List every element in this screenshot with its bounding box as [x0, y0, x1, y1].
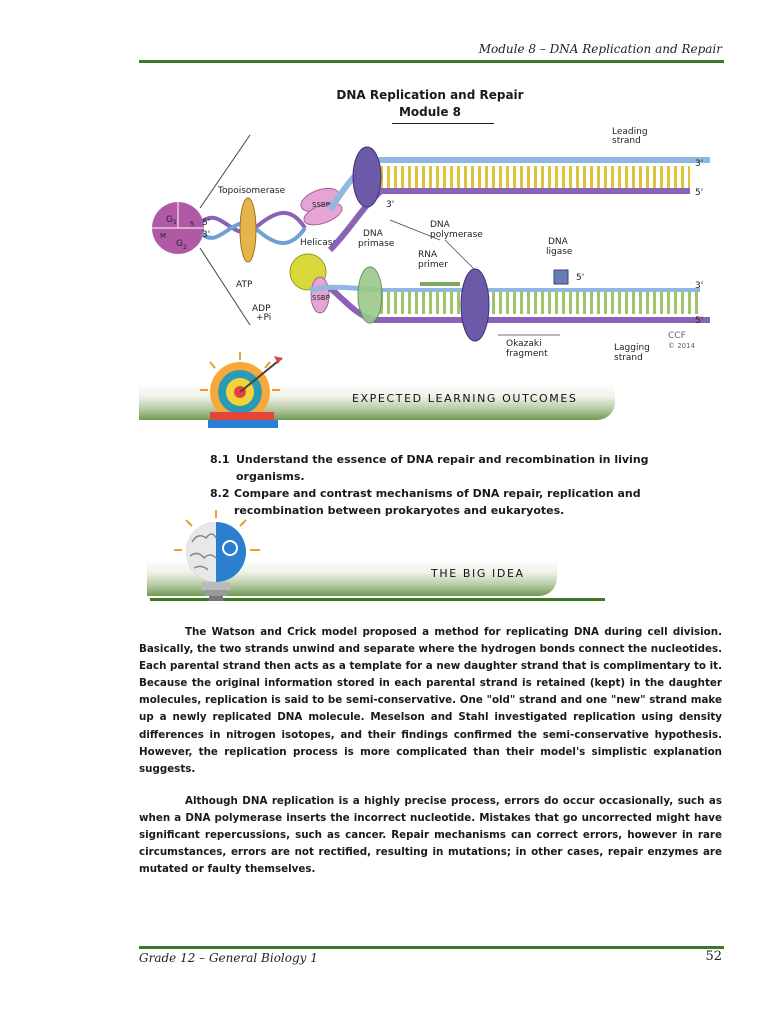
s-phase-label: S: [190, 220, 195, 228]
lagging-strand-label: Lagging: [614, 343, 650, 353]
outcome-item: 8.1 Understand the essence of DNA repair…: [210, 451, 720, 485]
leading-end-3prime: 3': [695, 159, 703, 169]
dna-replication-diagram: G 1 S M G 2 5' 3' Topoisomerase Helicase…: [152, 127, 710, 363]
module-header: Module 8 – DNA Replication and Repair: [478, 42, 722, 56]
outcome-text: Compare and contrast mechanisms of DNA r…: [234, 487, 641, 517]
adp-pi-label: +Pi: [256, 313, 271, 323]
leading-strand-label-2: strand: [612, 136, 641, 146]
parental-5prime: 5': [202, 218, 210, 228]
lagging-strand-label-2: strand: [614, 353, 643, 363]
expected-outcomes-title: EXPECTED LEARNING OUTCOMES: [352, 392, 578, 405]
paragraph-errors: Although DNA replication is a highly pre…: [139, 795, 722, 876]
page-number: 52: [705, 949, 722, 964]
topoisomerase-label: Topoisomerase: [217, 186, 286, 196]
rna-primer-label: RNA: [418, 250, 438, 260]
outcome-number: 8.2: [210, 487, 230, 500]
outcome-number: 8.1: [210, 453, 230, 466]
primase-label: DNA: [363, 229, 384, 239]
credit-label: CCF: [668, 331, 686, 341]
ligase-label: DNA: [548, 237, 569, 247]
cell-cycle-icon: G 1 S M G 2: [152, 202, 204, 254]
leading-end-5prime: 5': [695, 188, 703, 198]
paragraph-watson-crick: The Watson and Crick model proposed a me…: [139, 626, 722, 775]
title-line-2: Module 8: [398, 105, 462, 119]
g2-label: G: [176, 239, 183, 249]
outcomes-list: 8.1 Understand the essence of DNA repair…: [210, 451, 720, 519]
credit-year: © 2014: [668, 342, 696, 350]
adp-label: ADP: [252, 304, 271, 314]
okazaki-label: Okazaki: [506, 339, 542, 349]
big-idea-title: THE BIG IDEA: [431, 567, 525, 580]
leading-strand-label: Leading: [612, 127, 648, 137]
page-title: DNA Replication and Repair Module 8: [300, 87, 560, 121]
m-phase-label: M: [160, 232, 166, 240]
g2-sub-label: 2: [183, 244, 187, 251]
polymerase-label: DNA: [430, 220, 451, 230]
ligase-5prime: 5': [576, 273, 584, 283]
big-idea-rule: [150, 598, 605, 601]
footer-rule: [139, 946, 724, 949]
header-rule: [139, 60, 724, 63]
ligase-label-2: ligase: [546, 247, 573, 257]
atp-label: ATP: [236, 280, 253, 290]
lagging-end-3prime: 3': [695, 281, 703, 291]
g1-sub-label: 1: [173, 219, 177, 226]
g1-label: G: [166, 215, 173, 225]
ssbp-bottom-label: SSBP: [312, 294, 330, 302]
lagging-end-5prime: 5': [695, 316, 703, 326]
lightbulb-brain-icon: [174, 510, 260, 601]
title-underline: [392, 123, 494, 124]
okazaki-label-2: fragment: [506, 349, 548, 359]
rna-primer-label-2: primer: [418, 260, 448, 270]
parental-3prime: 3': [202, 230, 210, 240]
primase-label-2: primase: [358, 239, 395, 249]
ssbp-top-label: SSBP: [312, 201, 330, 209]
course-footer: Grade 12 – General Biology 1: [139, 951, 318, 965]
helicase-label: Helicase: [300, 238, 338, 248]
outcome-text: Understand the essence of DNA repair and…: [236, 453, 649, 483]
leading-3prime: 3': [386, 200, 394, 210]
target-icon: [200, 352, 283, 428]
title-line-1: DNA Replication and Repair: [336, 88, 524, 102]
outcome-item: 8.2 Compare and contrast mechanisms of D…: [210, 485, 720, 519]
polymerase-label-2: polymerase: [430, 230, 483, 240]
